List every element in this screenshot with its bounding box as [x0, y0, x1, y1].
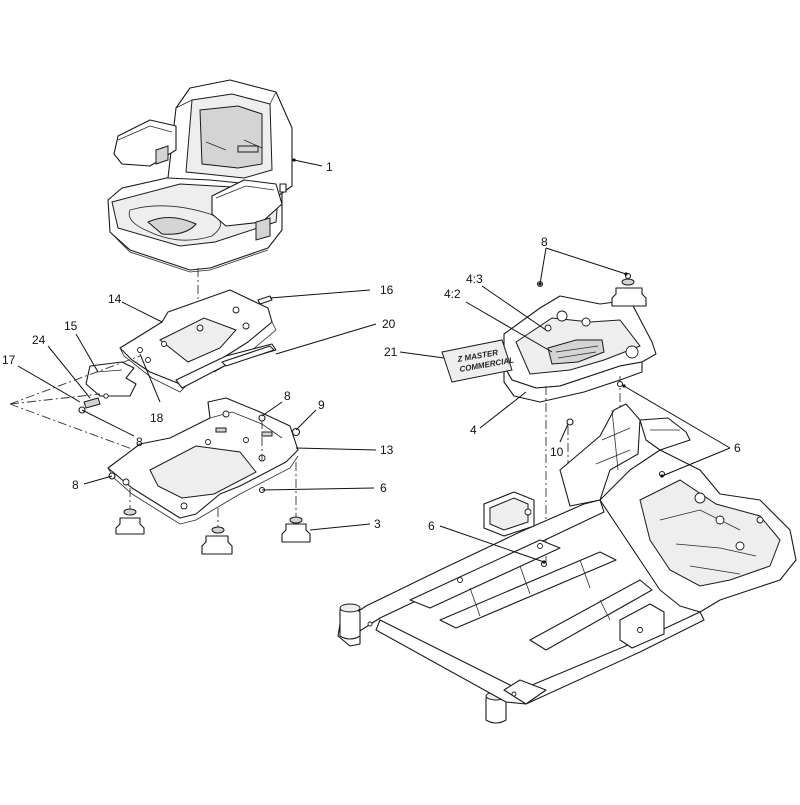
seat-pan-cover — [503, 295, 657, 403]
callout-13: 13 — [380, 443, 394, 457]
console-mount — [611, 272, 647, 307]
leader-dots — [292, 158, 664, 564]
callout-18: 18 — [150, 411, 164, 425]
callout-4-2: 4:2 — [444, 287, 461, 301]
seat-mount-plate — [119, 289, 277, 393]
decal-21: Z MASTER COMMERCIAL — [441, 339, 515, 383]
isolator-mount — [115, 508, 311, 555]
hardware-17-24 — [78, 393, 109, 414]
mower-frame — [337, 403, 797, 724]
callout-3: 3 — [374, 517, 381, 531]
callout-10: 10 — [550, 445, 564, 459]
bracket-15 — [85, 361, 137, 397]
callout-8-bottom: 8 — [72, 478, 79, 492]
callout-4: 4 — [470, 423, 477, 437]
callout-6-lower: 6 — [428, 519, 435, 533]
callout-17: 17 — [2, 353, 16, 367]
callout-8-mid: 8 — [284, 389, 291, 403]
callout-24: 24 — [32, 333, 46, 347]
callouts: 1 14 16 20 15 24 17 18 8 8 9 13 8 6 3 8 … — [2, 160, 741, 533]
bolt-16 — [257, 295, 273, 305]
callout-6-mid: 6 — [380, 481, 387, 495]
slide-rail — [221, 345, 275, 367]
callout-16: 16 — [380, 283, 394, 297]
callout-1: 1 — [326, 160, 333, 174]
isolation-mount-plate — [107, 397, 299, 525]
callout-20: 20 — [382, 317, 396, 331]
callout-21: 21 — [384, 345, 398, 359]
leader-lines — [17, 159, 731, 563]
callout-8-top: 8 — [541, 235, 548, 249]
seat — [107, 79, 293, 273]
callout-8-left: 8 — [136, 435, 143, 449]
callout-15: 15 — [64, 319, 78, 333]
callout-4-3: 4:3 — [466, 272, 483, 286]
callout-9: 9 — [318, 398, 325, 412]
callout-6-right: 6 — [734, 441, 741, 455]
callout-14: 14 — [108, 292, 122, 306]
